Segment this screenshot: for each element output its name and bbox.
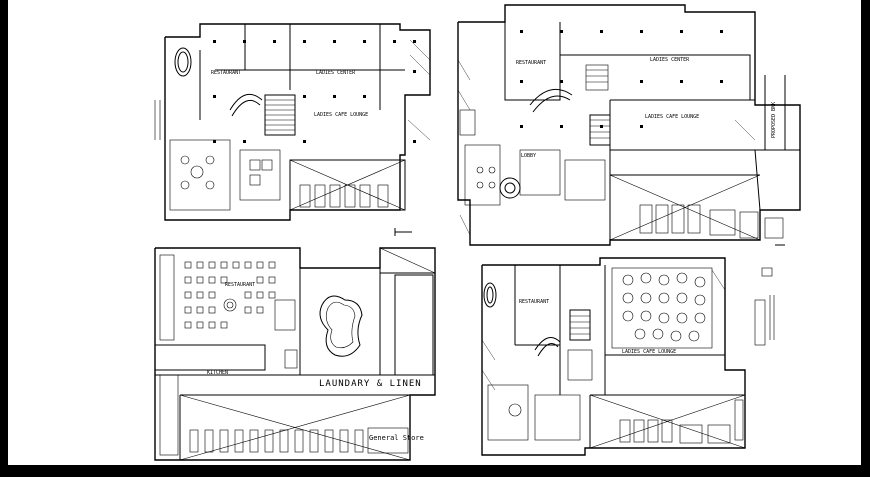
plan-top-left: [154, 23, 431, 236]
tr-side-label: PROPOSED BNK: [771, 101, 777, 138]
plan-bottom-left: [154, 247, 436, 461]
bl-restaurant-label: RESTAURANT: [225, 282, 256, 288]
br-ladies-cafe-label: LADIES CAFE LOUNGE: [622, 349, 677, 355]
tl-restaurant-label: RESTAURANT: [211, 70, 242, 76]
bl-laundry-label: LAUNDARY & LINEN: [319, 379, 422, 389]
tr-ladies-center-label: LADIES CENTER: [650, 57, 690, 63]
br-restaurant-label: RESTAURANT: [519, 299, 550, 305]
tr-lobby-label: LOBBY: [521, 153, 537, 159]
plan-bottom-right: [481, 257, 775, 456]
bl-general-store-label: General Store: [369, 434, 424, 442]
tr-restaurant-label: RESTAURANT: [516, 60, 547, 66]
tl-ladies-center-label: LADIES CENTER: [316, 70, 356, 76]
tr-ladies-cafe-label: LADIES CAFE LOUNGE: [645, 114, 700, 120]
bl-kitchen-label: KITCHEN: [207, 370, 229, 376]
tl-ladies-cafe-label: LADIES CAFE LOUNGE: [314, 112, 369, 118]
plan-top-right: [457, 4, 801, 246]
